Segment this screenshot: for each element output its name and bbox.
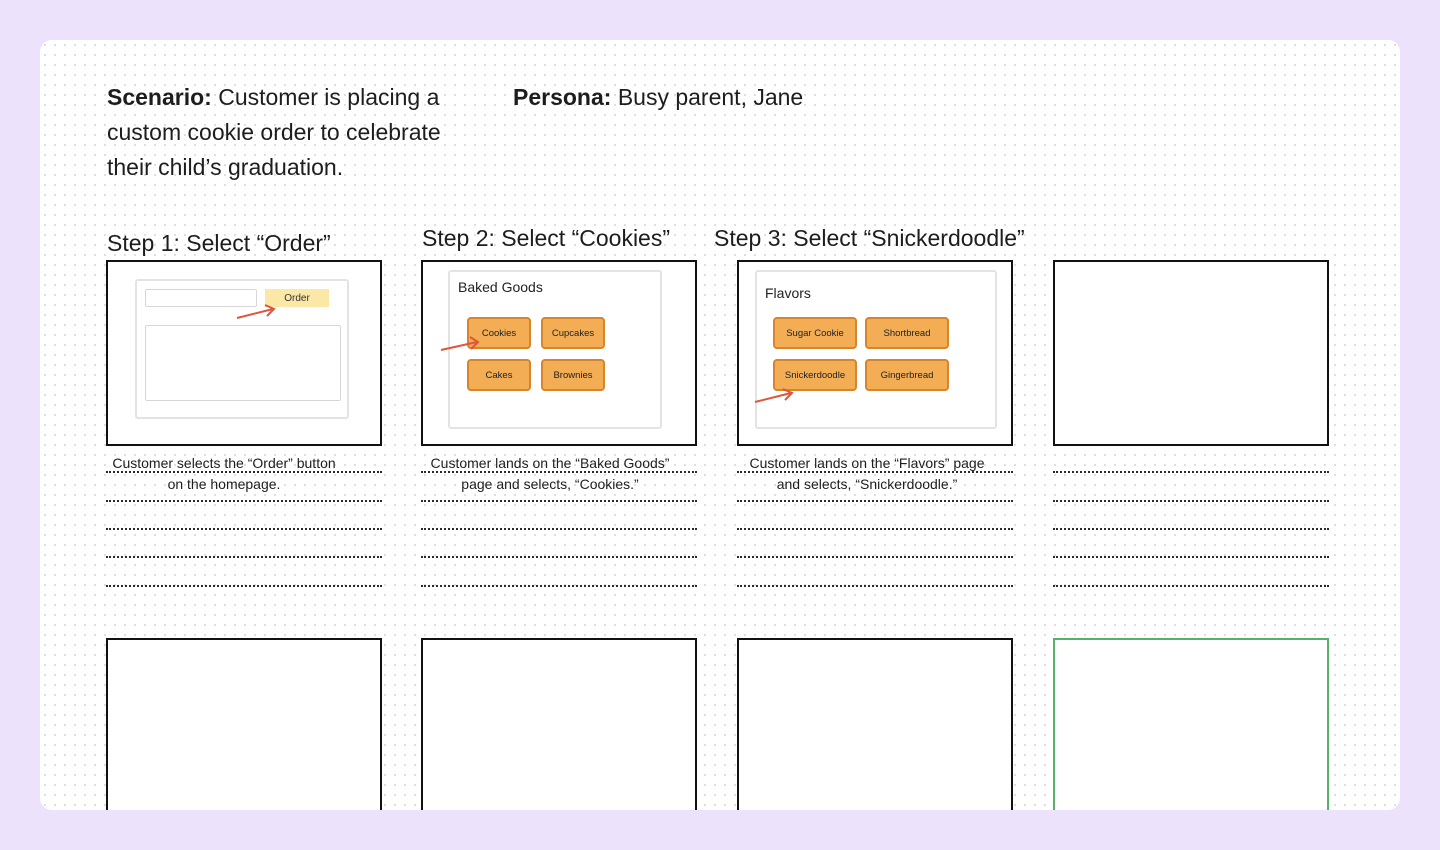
homepage-wireframe: Order	[135, 279, 349, 419]
step-3-title: Step 3: Select “Snickerdoodle”	[714, 225, 1025, 251]
option-cookies: Cookies	[467, 317, 531, 349]
persona-label: Persona:	[513, 84, 612, 110]
storyboard-canvas: Scenario: Customer is placing a custom c…	[40, 40, 1400, 810]
step-2-title: Step 2: Select “Cookies”	[422, 225, 671, 251]
step-2-caption: Customer lands on the “Baked Goods” page…	[412, 453, 688, 495]
storyboard-frame-4[interactable]	[1053, 260, 1329, 446]
storyboard-frame-7[interactable]	[737, 638, 1013, 810]
baked-goods-wireframe: Baked Goods Cookies Cupcakes Cakes Brown…	[448, 270, 662, 429]
step-2-caption-line-1: Customer lands on the “Baked Goods”	[430, 455, 670, 471]
pointer-arrow-icon	[440, 336, 480, 351]
storyboard-frame-8-selected[interactable]	[1053, 638, 1329, 810]
scenario-text: Scenario: Customer is placing a custom c…	[107, 80, 487, 185]
option-snickerdoodle: Snickerdoodle	[773, 359, 857, 391]
step-3-caption-line-1: Customer lands on the “Flavors” page	[749, 455, 985, 471]
step-1-caption-line-1: Customer selects the “Order” button	[112, 455, 336, 471]
storyboard-frame-2[interactable]: Baked Goods Cookies Cupcakes Cakes Brown…	[421, 260, 697, 446]
step-2-caption-line-2: page and selects, “Cookies.”	[461, 476, 639, 492]
step-3-caption: Customer lands on the “Flavors” page and…	[729, 453, 1005, 495]
storyboard-frame-1[interactable]: Order	[106, 260, 382, 446]
order-button: Order	[265, 289, 329, 307]
pointer-arrow-icon	[754, 388, 794, 403]
option-cupcakes: Cupcakes	[541, 317, 605, 349]
notes-area-3	[737, 471, 1013, 601]
pointer-arrow-icon	[236, 304, 276, 319]
flavors-title: Flavors	[765, 285, 811, 301]
search-field-wireframe	[145, 289, 257, 307]
persona-text: Persona: Busy parent, Jane	[513, 80, 933, 115]
step-1-caption: Customer selects the “Order” button on t…	[86, 453, 362, 495]
storyboard-frame-5[interactable]	[106, 638, 382, 810]
scenario-label: Scenario:	[107, 84, 212, 110]
option-brownies: Brownies	[541, 359, 605, 391]
notes-area-2	[421, 471, 697, 601]
option-cakes: Cakes	[467, 359, 531, 391]
notes-area-1	[106, 471, 382, 601]
persona-description: Busy parent, Jane	[617, 84, 804, 110]
option-shortbread: Shortbread	[865, 317, 949, 349]
flavors-wireframe: Flavors Sugar Cookie Shortbread Snickerd…	[755, 270, 997, 429]
step-3-caption-line-2: and selects, “Snickerdoodle.”	[776, 476, 958, 492]
storyboard-frame-6[interactable]	[421, 638, 697, 810]
step-1-title: Step 1: Select “Order”	[107, 230, 331, 256]
storyboard-frame-3[interactable]: Flavors Sugar Cookie Shortbread Snickerd…	[737, 260, 1013, 446]
notes-area-4	[1053, 471, 1329, 601]
scenario-description: Customer is placing a custom cookie orde…	[107, 84, 441, 180]
option-gingerbread: Gingerbread	[865, 359, 949, 391]
baked-goods-title: Baked Goods	[458, 279, 543, 295]
step-1-caption-line-2: on the homepage.	[167, 476, 281, 492]
option-sugar-cookie: Sugar Cookie	[773, 317, 857, 349]
content-area-wireframe	[145, 325, 341, 401]
